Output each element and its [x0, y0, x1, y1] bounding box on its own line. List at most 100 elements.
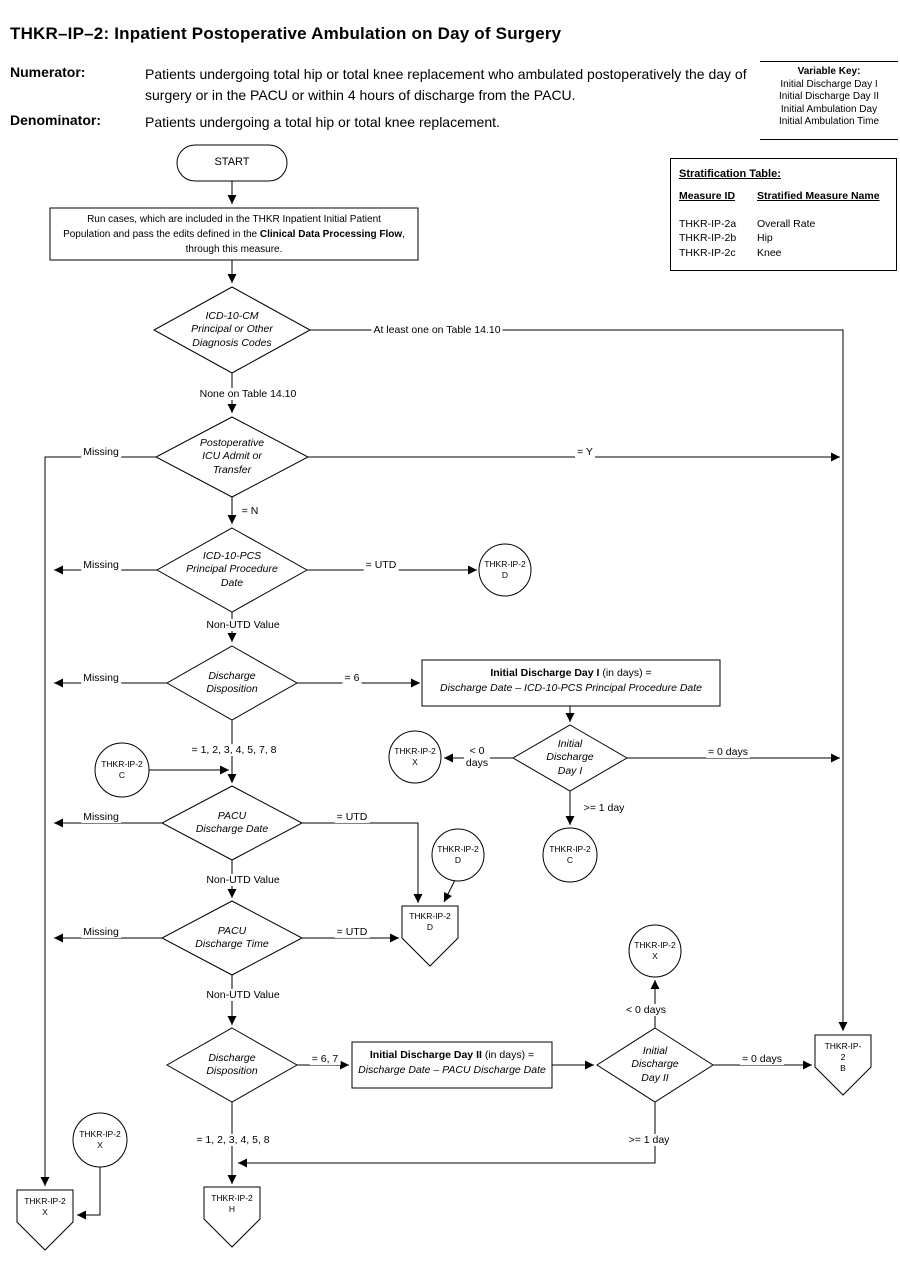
- stratification-title: Stratification Table:: [679, 168, 781, 180]
- edge-label-gte-1-day: >= 1 day: [581, 801, 627, 815]
- edge-label-non-utd: Non-UTD Value: [204, 988, 282, 1002]
- process-line: Run cases, which are included in the THK…: [87, 214, 381, 225]
- stratification-row: THKR-IP-2b Hip: [679, 231, 888, 246]
- measure-name-cell: Overall Rate: [757, 217, 816, 230]
- calc-day2-shape: [351, 1041, 553, 1089]
- variable-key-item: Initial Discharge Day II: [778, 91, 880, 102]
- calc-line: Initial Discharge Day II (in days) =: [354, 1048, 550, 1063]
- offpage-h-shape: [203, 1186, 261, 1248]
- decision-discharge-disposition-2-shape: [165, 1027, 299, 1103]
- offpage-measure: 2: [840, 1052, 846, 1063]
- connector-d-shape: [478, 543, 532, 597]
- page-title: THKR–IP–2: Inpatient Postoperative Ambul…: [10, 24, 562, 43]
- calc-eq: (in days) =: [599, 667, 652, 679]
- connector-measure: THKR-IP-2: [394, 745, 436, 756]
- process-text: Population and pass the edits defined in…: [63, 229, 260, 240]
- connector-c-shape: [542, 827, 598, 883]
- process-text-bold: Clinical Data Processing Flow: [259, 229, 403, 240]
- edge-label-missing: Missing: [81, 810, 121, 824]
- connector-measure: THKR-IP-2: [101, 758, 143, 769]
- stratification-header-row: Measure ID Stratified Measure Name: [679, 189, 888, 204]
- edge-label-lt-0-days: < 0 days: [463, 744, 491, 770]
- connector-measure: THKR-IP-2: [549, 843, 591, 854]
- decision-icd10pcs-date-shape: [155, 527, 309, 613]
- col-measure-name: Stratified Measure Name: [757, 190, 880, 202]
- offpage-measure: THKR-IP-2: [211, 1193, 253, 1203]
- edge-label-lt-0-days: < 0 days: [624, 1003, 668, 1017]
- calc-initial-discharge-day1: Initial Discharge Day I (in days) = Disc…: [424, 666, 718, 696]
- offpage-b-shape: [814, 1034, 872, 1096]
- connector-measure: THKR-IP-2: [634, 939, 676, 950]
- connector-measure: THKR-IP-2: [484, 558, 526, 569]
- connector-letter: X: [97, 1140, 103, 1150]
- start-node: START: [214, 156, 250, 169]
- process-text: ,: [402, 229, 405, 240]
- decision-initial-discharge-day1-shape: [512, 724, 628, 792]
- offpage-letter: H: [228, 1204, 236, 1215]
- variable-key: Variable Key: Initial Discharge Day I In…: [760, 61, 898, 140]
- stratification-row: THKR-IP-2c Knee: [679, 246, 888, 261]
- denominator-text: Patients undergoing a total hip or total…: [145, 114, 500, 130]
- decision-icd10cm-diagnosis: ICD-10-CM Principal or Other Diagnosis C…: [191, 310, 273, 349]
- decision-postop-icu: Postoperative ICU Admit or Transfer: [199, 437, 265, 476]
- measure-id-cell: THKR-IP-2a: [679, 217, 737, 230]
- edge-label-missing: Missing: [81, 671, 121, 685]
- variable-key-item: Initial Discharge Day I: [780, 78, 878, 90]
- measure-id-cell: THKR-IP-2b: [679, 232, 737, 244]
- connector-measure: THKR-IP-2: [437, 843, 479, 854]
- decision-postop-icu-shape: [154, 416, 310, 498]
- connector-letter: D: [454, 855, 462, 865]
- decision-pacu-discharge-time: PACU Discharge Time: [195, 924, 269, 950]
- edge-label-eq-y: = Y: [575, 445, 595, 459]
- calc-day1-shape: [421, 659, 721, 707]
- numerator-label: Numerator:: [10, 64, 86, 80]
- edge-label-none-on-table: None on Table 14.10: [197, 387, 299, 401]
- connector-letter: X: [652, 951, 658, 961]
- col-measure-id: Measure ID: [679, 190, 736, 202]
- calc-formula: Discharge Date – ICD-10-PCS Principal Pr…: [439, 682, 703, 694]
- connector-letter: D: [501, 570, 509, 580]
- calc-eq: (in days) =: [481, 1049, 535, 1061]
- shapes: [16, 144, 872, 1251]
- decision-discharge-disposition-1-shape: [165, 645, 299, 721]
- edge-label-missing: Missing: [81, 558, 121, 572]
- decision-initial-discharge-day1: Initial Discharge Day I: [546, 738, 594, 777]
- decision-pacu-discharge-time-shape: [160, 900, 304, 976]
- connector-letter: C: [118, 770, 126, 780]
- process-run-cases: Run cases, which are included in the THK…: [54, 212, 414, 257]
- process-line: Population and pass the edits defined in…: [54, 227, 414, 242]
- measure-name-cell: Knee: [757, 246, 782, 259]
- decision-discharge-disposition-2: Discharge Disposition: [206, 1051, 258, 1077]
- connector-letter: X: [412, 757, 418, 767]
- connector-d-shape: [431, 828, 485, 882]
- edge-label-at-least-one: At least one on Table 14.10: [371, 323, 503, 337]
- edge-label-non-utd: Non-UTD Value: [204, 618, 282, 632]
- connector-letter: C: [566, 855, 574, 865]
- offpage-d-shape: [401, 905, 459, 967]
- edge-label-gte-1-day: >= 1 day: [626, 1133, 672, 1147]
- connector-c-shape: [94, 742, 150, 798]
- decision-pacu-discharge-date-shape: [160, 785, 304, 861]
- connector-measure: THKR-IP-2: [79, 1128, 121, 1139]
- variable-key-title: Variable Key:: [797, 66, 861, 77]
- edge-label-eq-utd: = UTD: [363, 558, 399, 572]
- variable-key-item: Initial Ambulation Time: [778, 116, 880, 127]
- measure-name-cell: Hip: [757, 232, 773, 244]
- connector-x-shape: [628, 924, 682, 978]
- decision-initial-discharge-day2: Initial Discharge Day II: [631, 1045, 679, 1084]
- decision-initial-discharge-day2-shape: [596, 1027, 714, 1103]
- edge-label-non-utd: Non-UTD Value: [204, 873, 282, 887]
- offpage-measure: THKR-IP-: [824, 1041, 862, 1051]
- edge-label-eq-0-days: = 0 days: [740, 1052, 784, 1066]
- calc-initial-discharge-day2: Initial Discharge Day II (in days) = Dis…: [354, 1048, 550, 1078]
- variable-key-item: Initial Ambulation Day: [780, 103, 878, 115]
- edge-label-eq-6: = 6: [342, 671, 362, 685]
